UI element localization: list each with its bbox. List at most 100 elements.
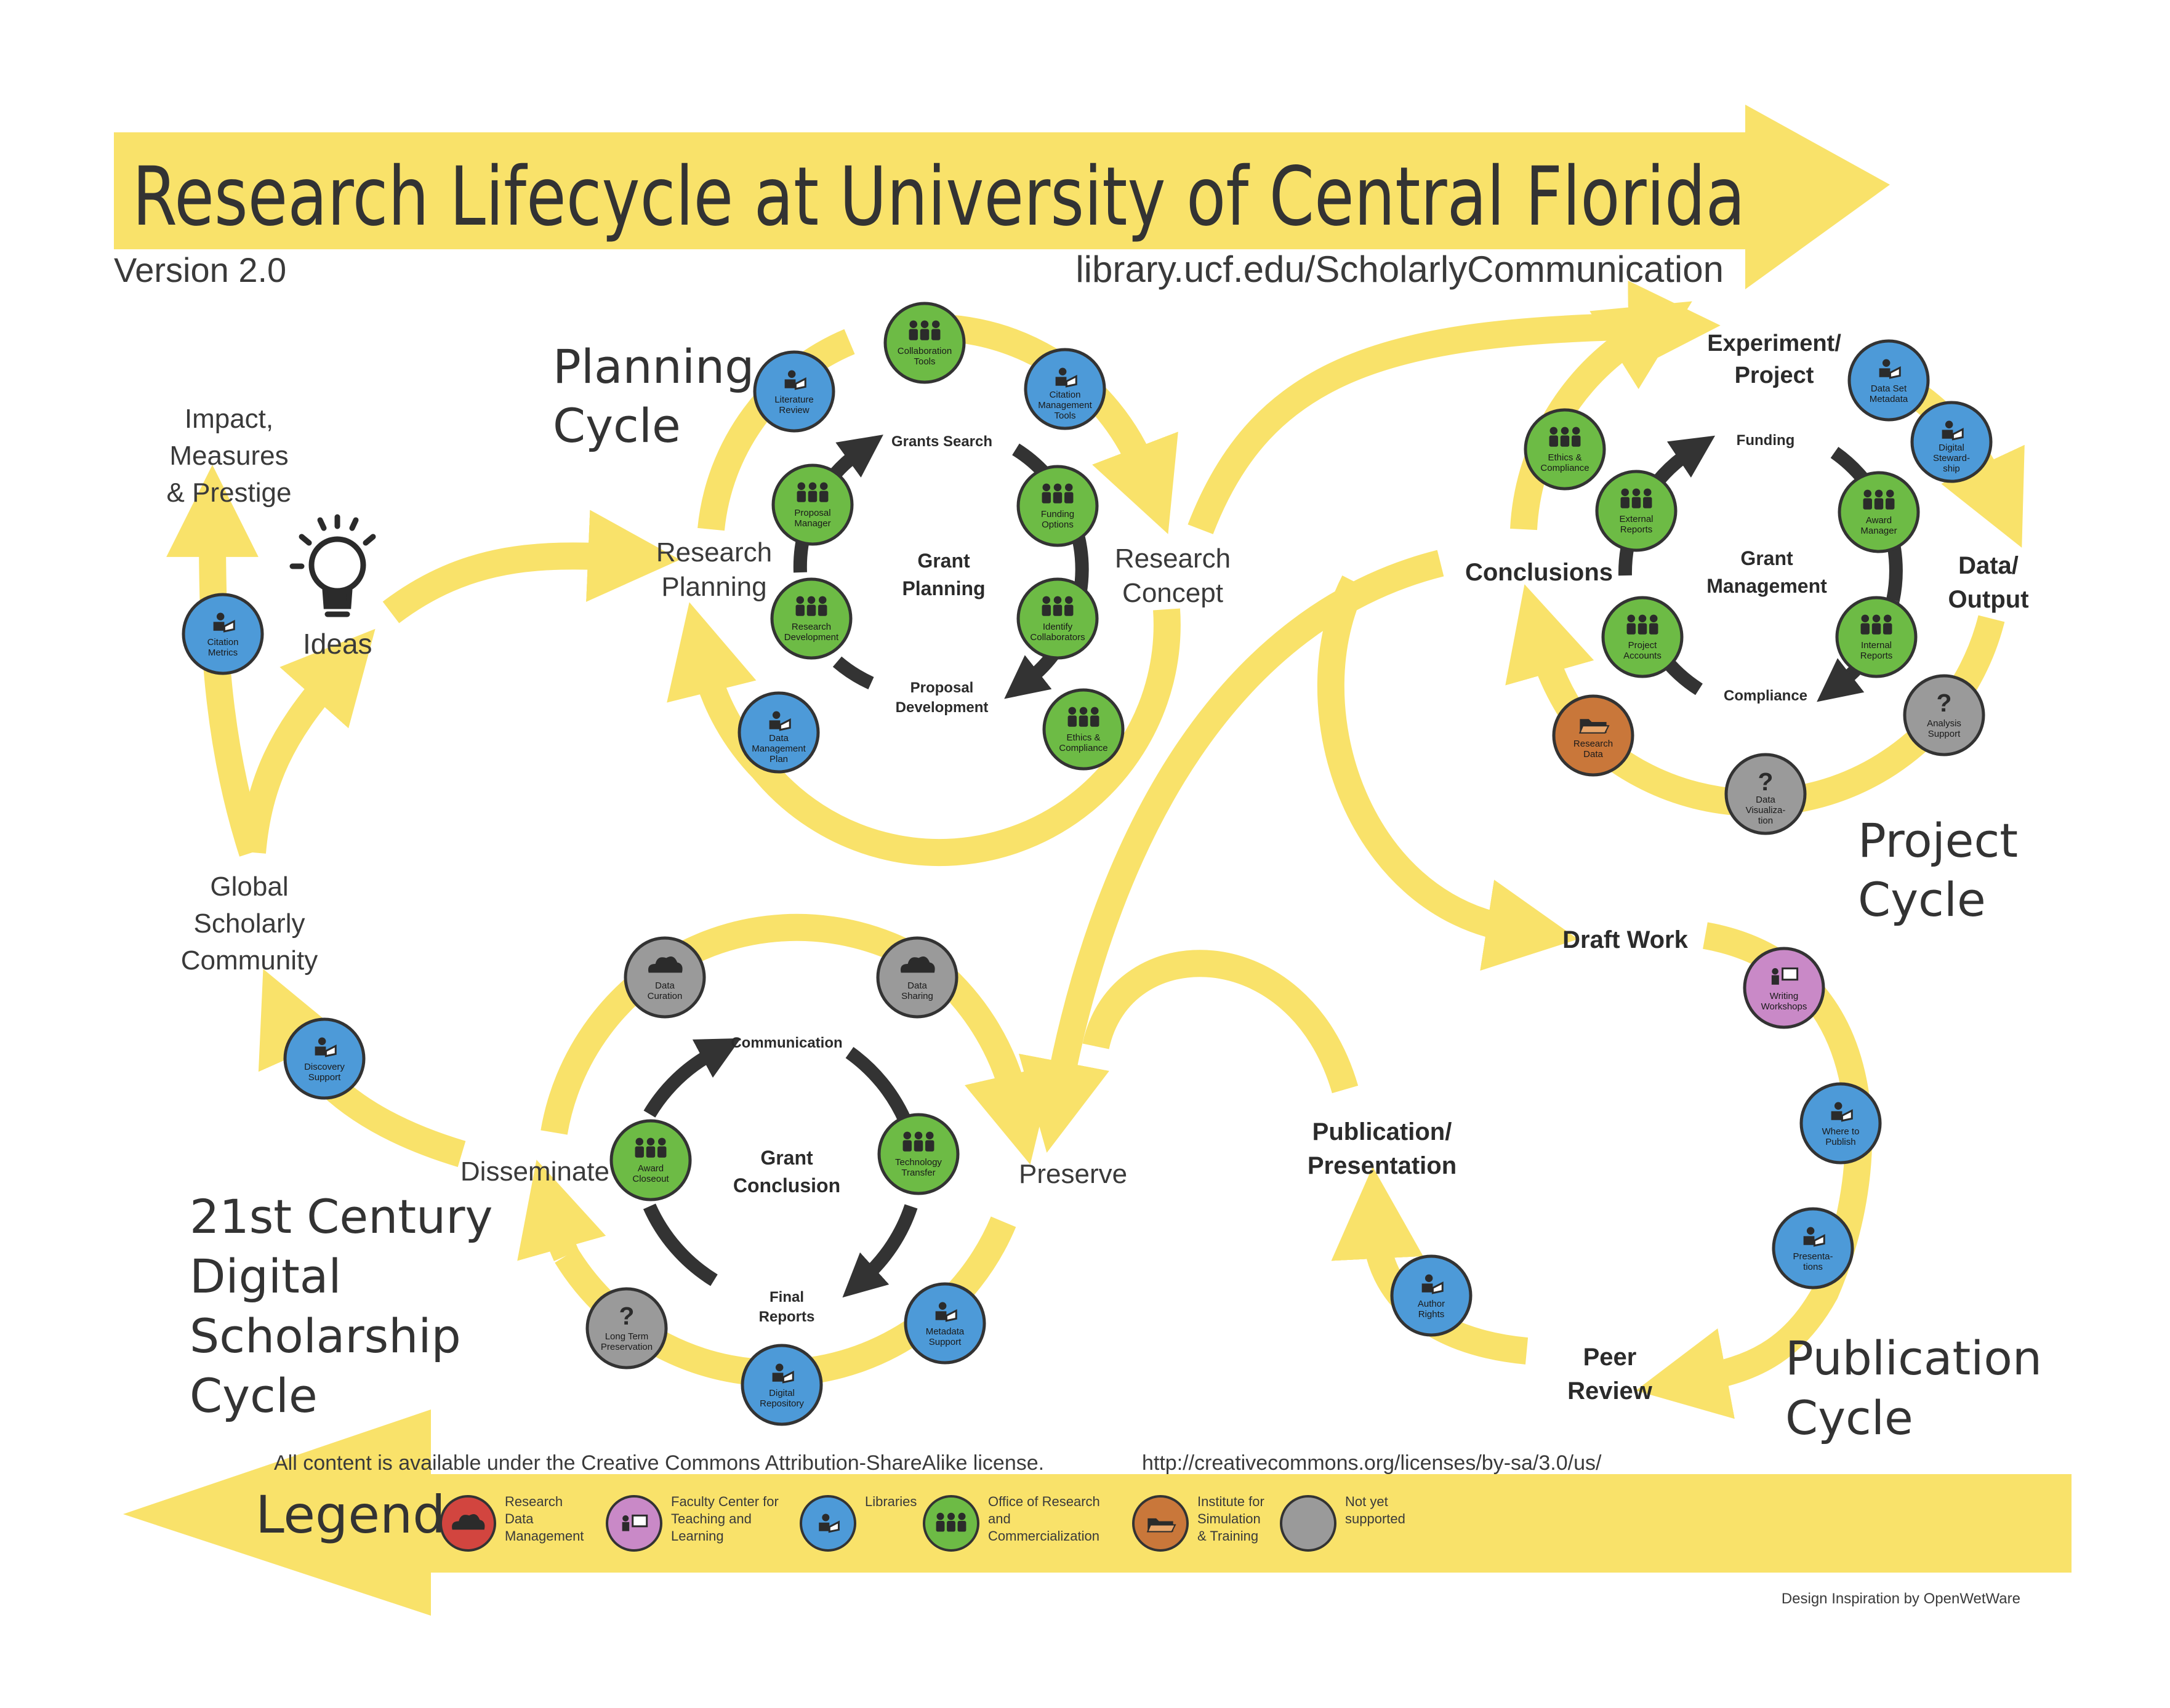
node-label: Preservation xyxy=(601,1342,653,1352)
legend-label: Office of Research xyxy=(988,1494,1100,1509)
reader-icon xyxy=(1055,367,1077,388)
stage-impact-2: Measures xyxy=(169,441,288,471)
legend-item-libraries: Libraries xyxy=(800,1494,917,1552)
node-label: Curation xyxy=(648,991,683,1001)
node-label: Data Set xyxy=(1871,383,1907,394)
node-label: Award xyxy=(638,1163,664,1174)
node-label: Data xyxy=(655,980,675,991)
planning-cycle-title-2: Cycle xyxy=(553,398,681,453)
people-icon xyxy=(797,482,829,502)
license-url[interactable]: http://creativecommons.org/licenses/by-s… xyxy=(1142,1451,1602,1475)
stage-publication-2: Presentation xyxy=(1308,1152,1457,1179)
node-label: Writing xyxy=(1770,991,1798,1001)
node-label: Funding xyxy=(1041,509,1074,519)
node-label: Citation xyxy=(1050,390,1081,400)
node-label: Manager xyxy=(1860,526,1897,536)
node-label: Author xyxy=(1418,1299,1445,1309)
node-label: Repository xyxy=(760,1398,804,1409)
node-label: Discovery xyxy=(304,1062,345,1072)
node-label: Steward- xyxy=(1933,453,1970,463)
reader-icon xyxy=(784,370,806,390)
node-presentations: Presenta-tions xyxy=(1772,1207,1854,1289)
grant-planning-1: Grant xyxy=(917,550,970,572)
node-label: Management xyxy=(1038,400,1092,411)
reader-icon xyxy=(315,1037,337,1057)
grant-conclusion-2: Conclusion xyxy=(733,1174,840,1197)
legend-label: Data xyxy=(505,1511,534,1526)
legend-label: Institute for xyxy=(1197,1494,1264,1509)
node-label: Reports xyxy=(1620,524,1653,535)
legend-label: Not yet xyxy=(1345,1494,1388,1509)
grant-management-1: Grant xyxy=(1740,547,1793,569)
people-icon xyxy=(795,596,827,616)
node-label: Award xyxy=(1866,515,1892,526)
node-label: Analysis xyxy=(1927,718,1961,729)
stage-global-3: Community xyxy=(181,945,318,976)
people-icon xyxy=(1620,488,1652,508)
node-label: tions xyxy=(1803,1262,1823,1272)
stage-ideas: Ideas xyxy=(303,628,372,660)
proposal-development-2: Development xyxy=(896,699,989,716)
node-label: Tools xyxy=(914,356,935,367)
question-icon: ? xyxy=(1937,689,1952,717)
node-label: Support xyxy=(929,1337,962,1347)
stage-global-2: Scholarly xyxy=(194,908,305,939)
lightbulb-icon xyxy=(289,514,376,617)
communication: Communication xyxy=(731,1035,842,1051)
node-label: Visualiza- xyxy=(1746,805,1786,816)
stage-disseminate: Disseminate xyxy=(460,1157,609,1187)
stage-research-planning-1: Research xyxy=(656,537,772,567)
node-label: Research xyxy=(1573,739,1613,749)
people-icon xyxy=(1042,483,1074,503)
node-label: Metadata xyxy=(1870,394,1908,404)
stage-impact-3: & Prestige xyxy=(167,478,292,508)
node-label: Data xyxy=(907,980,927,991)
legend-label: Commercialization xyxy=(988,1528,1099,1544)
reader-icon xyxy=(1942,420,1964,441)
presenter-icon xyxy=(622,1514,648,1531)
node-label: Data xyxy=(769,733,789,744)
people-icon xyxy=(1067,707,1099,727)
svg-text:?: ? xyxy=(1937,689,1952,717)
node-label: Long Term xyxy=(605,1331,649,1342)
people-icon xyxy=(1860,614,1892,635)
funding: Funding xyxy=(1737,432,1795,449)
legend-label: and xyxy=(988,1511,1011,1526)
people-icon xyxy=(1863,489,1895,510)
people-icon xyxy=(909,320,941,340)
legend-item-not-supported: Not yet supported xyxy=(1280,1494,1405,1552)
grant-conclusion-1: Grant xyxy=(760,1147,813,1169)
design-credit: Design Inspiration by OpenWetWare xyxy=(1782,1590,2020,1607)
final-reports-1: Final xyxy=(770,1289,804,1305)
node-label: Citation xyxy=(207,637,239,648)
stage-conclusions: Conclusions xyxy=(1465,559,1613,586)
cloud-icon xyxy=(900,956,935,973)
site-url[interactable]: library.ucf.edu/ScholarlyCommunication xyxy=(1075,249,1724,290)
question-icon: ? xyxy=(619,1302,635,1330)
digital-cycle-title-4: Cycle xyxy=(190,1368,318,1423)
node-label: Collaborators xyxy=(1030,632,1085,643)
people-icon xyxy=(1626,614,1658,635)
grants-search: Grants Search xyxy=(891,433,992,450)
planning-cycle-title-1: Planning xyxy=(553,339,754,394)
node-ethics-compliance-2: Ethics &Compliance xyxy=(1524,408,1606,491)
node-label: Data xyxy=(1756,795,1775,805)
legend-title: Legend xyxy=(255,1485,446,1545)
legend-label: supported xyxy=(1345,1511,1405,1526)
